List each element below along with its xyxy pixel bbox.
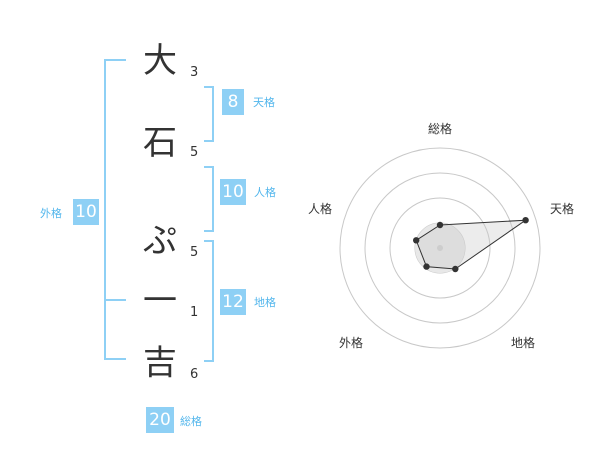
radar-rings <box>339 147 541 349</box>
stroke-count-3: 5 <box>190 245 199 260</box>
radar-center-dot <box>437 245 443 251</box>
radar-points <box>413 217 529 273</box>
name-char-1: 大 <box>143 41 177 81</box>
gaikaku-bracket <box>104 59 126 301</box>
radar-polygon-group <box>415 219 528 270</box>
soukaku-value-box: 20 <box>146 407 174 433</box>
jinkaku-bracket <box>204 166 214 232</box>
radar-axis-label-chikaku: 地格 <box>511 336 536 350</box>
jinkaku-value-box: 10 <box>220 179 246 205</box>
tenkaku-bracket <box>204 86 214 142</box>
radar-ring-2 <box>389 197 491 299</box>
radar-ring-3 <box>364 172 516 324</box>
stroke-count-1: 3 <box>190 65 199 80</box>
radar-point-2 <box>522 217 529 224</box>
stroke-count-4: 1 <box>190 305 199 320</box>
radar-point-1 <box>436 221 444 229</box>
gaikaku-label: 外格 <box>40 207 62 220</box>
chikaku-value-box: 12 <box>220 289 246 315</box>
name-char-2: 石 <box>143 123 177 163</box>
stroke-count-2: 5 <box>190 145 199 160</box>
radar-ring-4 <box>339 147 541 349</box>
jinkaku-label: 人格 <box>254 186 276 199</box>
radar-axis-label-tenkaku: 天格 <box>550 202 575 216</box>
name-char-5: 吉 <box>143 343 177 383</box>
name-char-3: ぷ <box>143 221 177 261</box>
radar-axis-label-jinkaku: 人格 <box>308 202 333 216</box>
chikaku-bracket <box>204 240 214 362</box>
radar-point-4 <box>423 263 430 270</box>
radar-point-5 <box>413 237 420 244</box>
radar-point-3 <box>452 265 459 273</box>
name-char-4: 一 <box>143 281 177 321</box>
lower-bracket <box>104 298 126 360</box>
chikaku-label: 地格 <box>254 296 276 309</box>
stroke-count-5: 6 <box>190 367 199 382</box>
gaikaku-value-box: 10 <box>73 199 99 225</box>
radar-axis-label-soukaku: 総格 <box>428 122 453 136</box>
tenkaku-value-box: 8 <box>222 89 244 115</box>
radar-axis-label-gaikaku: 外格 <box>339 336 364 350</box>
soukaku-label: 総格 <box>180 415 202 428</box>
radar-polygon <box>415 219 528 270</box>
tenkaku-label: 天格 <box>253 96 275 109</box>
